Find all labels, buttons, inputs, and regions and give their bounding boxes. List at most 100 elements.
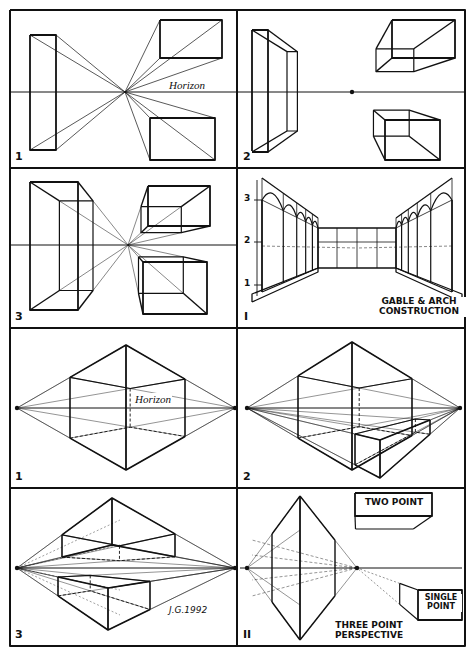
vanishing-point — [458, 406, 462, 410]
perspective-line — [373, 136, 385, 160]
perspective-line — [30, 35, 125, 92]
perspective-line — [128, 233, 141, 245]
perspective-line — [58, 591, 150, 610]
perspective-line — [254, 200, 262, 201]
perspective-line — [408, 209, 409, 222]
perspective-line — [247, 408, 298, 438]
vanishing-point — [245, 406, 249, 410]
perspective-line — [125, 92, 215, 160]
callout-number: J.G.1992 — [168, 606, 208, 616]
perspective-line — [355, 420, 430, 440]
perspective-line — [254, 285, 262, 286]
perspective-line — [78, 291, 93, 311]
caption-label: GABLE & ARCH CONSTRUCTION — [372, 297, 466, 317]
perspective-line — [359, 388, 360, 427]
perspective-line — [183, 257, 207, 262]
perspective-line — [70, 377, 185, 388]
perspective-line — [58, 596, 150, 630]
perspective-line — [69, 377, 71, 438]
perspective-line — [414, 58, 455, 72]
perspective-line — [379, 440, 381, 478]
perspective-line — [385, 120, 440, 160]
perspective-line — [70, 377, 235, 408]
perspective-line — [355, 408, 460, 434]
perspective-line — [125, 58, 222, 92]
perspective-line — [252, 568, 357, 580]
perspective-line — [417, 203, 418, 218]
arch-curve — [297, 212, 306, 222]
callout-number: 1 — [14, 471, 24, 483]
perspective-line — [175, 557, 235, 568]
perspective-line — [317, 228, 318, 268]
perspective-line — [10, 168, 237, 328]
perspective-line — [62, 557, 235, 568]
perspective-line — [62, 534, 175, 546]
perspective-line — [17, 545, 120, 568]
perspective-line — [70, 427, 185, 438]
perspective-line — [247, 408, 355, 465]
perspective-line — [125, 92, 150, 160]
perspective-line — [356, 528, 414, 529]
perspective-line — [17, 568, 235, 569]
perspective-line — [400, 583, 418, 590]
perspective-line — [297, 376, 299, 438]
perspective-line — [262, 178, 318, 218]
perspective-line — [181, 226, 210, 233]
perspective-line — [183, 293, 207, 314]
perspective-line — [62, 557, 175, 561]
perspective-line — [128, 245, 139, 293]
perspective-line — [119, 546, 120, 561]
perspective-line — [395, 228, 396, 268]
arch-curve — [408, 212, 417, 222]
perspective-line — [252, 131, 287, 152]
perspective-line — [318, 218, 319, 228]
perspective-line — [299, 496, 301, 640]
perspective-line — [396, 178, 452, 218]
perspective-line — [300, 496, 357, 568]
perspective-line — [185, 408, 235, 436]
perspective-line — [17, 568, 150, 581]
perspective-line — [357, 568, 400, 604]
perspective-line — [354, 434, 356, 465]
perspective-line — [409, 136, 440, 160]
perspective-line — [252, 30, 268, 152]
perspective-line — [376, 49, 414, 72]
perspective-line — [150, 568, 235, 581]
callout-number: 3 — [14, 311, 24, 323]
perspective-line — [58, 575, 150, 581]
perspective-line — [298, 376, 460, 408]
perspective-line — [430, 193, 431, 210]
perspective-line — [59, 245, 128, 291]
perspective-line — [247, 568, 300, 640]
perspective-line — [10, 328, 237, 488]
perspective-line — [254, 242, 262, 243]
perspective-line — [148, 186, 210, 226]
perspective-line — [128, 245, 183, 257]
perspective-line — [417, 217, 418, 277]
perspective-line — [184, 379, 186, 436]
callout-number: 3 — [243, 194, 251, 204]
perspective-line — [125, 58, 160, 92]
perspective-line — [56, 92, 125, 150]
perspective-line — [376, 20, 392, 49]
arch-curve — [306, 217, 313, 225]
perspective-line — [237, 328, 465, 488]
perspective-line — [17, 520, 120, 568]
perspective-line — [128, 245, 183, 293]
perspective-line — [17, 568, 120, 615]
perspective-line — [355, 419, 430, 434]
perspective-line — [125, 20, 160, 92]
perspective-line — [17, 568, 150, 609]
perspective-line — [10, 92, 237, 93]
vanishing-point — [15, 566, 19, 570]
perspective-line — [141, 207, 181, 233]
caption-label: TWO POINT — [361, 498, 427, 508]
perspective-line — [30, 92, 125, 150]
perspective-line — [143, 262, 207, 314]
vanishing-point — [350, 90, 354, 94]
callout-number: II — [242, 629, 252, 641]
perspective-line — [62, 545, 175, 557]
arch-curve — [417, 205, 430, 218]
perspective-line — [401, 225, 402, 270]
